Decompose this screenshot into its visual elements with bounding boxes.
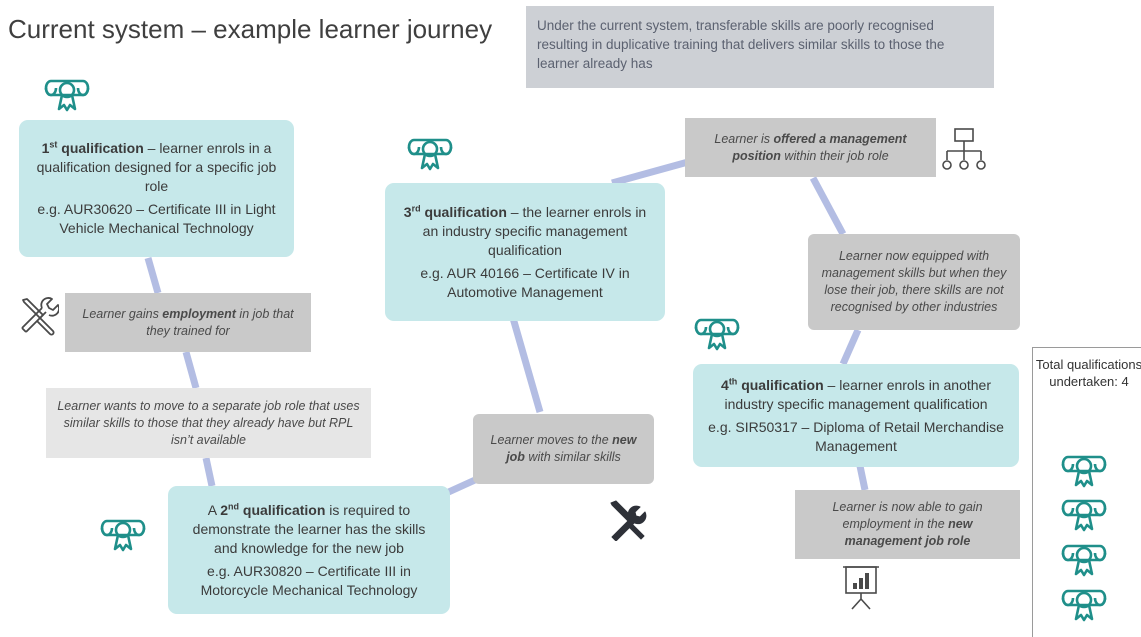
certificate-icon xyxy=(1058,586,1110,624)
q2-ordinal: 2 xyxy=(220,501,229,518)
q3-example: e.g. AUR 40166 – Certificate IV in Autom… xyxy=(420,264,630,300)
q1-ordinal-suffix: st xyxy=(49,139,58,150)
q4-heading: qualification xyxy=(737,376,824,393)
offered-note-c: within their job role xyxy=(780,148,889,163)
qualification-4-box: 4th qualification – learner enrols in an… xyxy=(693,364,1019,467)
employment-note-c: in job that they trained for xyxy=(146,306,294,338)
connector-q4-gain xyxy=(856,465,869,491)
q1-ordinal: 1 xyxy=(41,140,50,156)
connector-newjob-q3 xyxy=(509,317,544,413)
equipped-note: Learner now equipped with management ski… xyxy=(808,234,1020,330)
tools-icon xyxy=(17,295,59,337)
q3-ordinal: 3 xyxy=(403,203,412,220)
gain-employment-note: Learner is now able to gain employment i… xyxy=(795,490,1020,559)
qualification-2-box: A 2nd qualification is required to demon… xyxy=(168,486,450,614)
new-job-note-c: with similar skills xyxy=(524,450,621,464)
certificate-icon xyxy=(1058,496,1110,534)
org-chart-icon xyxy=(939,126,989,174)
q2-ordinal-suffix: nd xyxy=(228,500,240,511)
q2-text: is required to demonstrate the learner h… xyxy=(192,501,426,556)
offered-note-b: offered a management position xyxy=(732,131,907,163)
new-job-note-b: new job xyxy=(506,433,637,464)
certificate-icon xyxy=(691,315,743,353)
total-qualifications-panel: Total qualifications undertaken: 4 xyxy=(1032,347,1141,637)
q2-heading: qualification xyxy=(239,501,326,518)
q4-ordinal-suffix: th xyxy=(728,375,738,386)
q4-text: – learner enrols in another industry spe… xyxy=(724,376,991,412)
total-qualifications-label: Total qualifications undertaken: 4 xyxy=(1035,357,1141,389)
q2-prefix: A xyxy=(207,501,221,518)
qualification-3-box: 3rd qualification – the learner enrols i… xyxy=(385,183,665,321)
certificate-icon xyxy=(1058,541,1110,579)
employment-note: Learner gains employment in job that the… xyxy=(65,293,311,352)
certificate-icon xyxy=(97,516,149,554)
connector-move-q2 xyxy=(202,457,216,487)
connector-equipped-q4 xyxy=(839,328,862,366)
gain-note-a: Learner is now able to gain employment i… xyxy=(832,500,983,531)
q1-heading: qualification xyxy=(57,140,144,156)
presentation-chart-icon xyxy=(840,563,882,611)
employment-note-a: Learner gains xyxy=(82,306,163,321)
new-job-note: Learner moves to the new job with simila… xyxy=(473,414,654,484)
offered-note: Learner is offered a management position… xyxy=(685,118,936,177)
connector-q3-offered xyxy=(611,158,689,187)
gain-note-b: new management job role xyxy=(844,517,973,548)
q3-text: – the learner enrols in an industry spec… xyxy=(422,203,647,258)
tools-icon xyxy=(608,499,648,541)
move-role-note: Learner wants to move to a separate job … xyxy=(46,388,371,458)
certificate-icon xyxy=(1058,452,1110,490)
employment-note-b: employment xyxy=(162,306,236,321)
certificate-icon xyxy=(41,76,93,114)
q1-example: e.g. AUR30620 – Certificate III in Light… xyxy=(37,201,276,236)
connector-q1-employment xyxy=(144,257,162,294)
connector-employment-move xyxy=(182,351,200,389)
q3-heading: qualification xyxy=(420,203,507,220)
q4-example: e.g. SIR50317 – Diploma of Retail Mercha… xyxy=(708,418,1004,454)
certificate-icon xyxy=(404,135,456,173)
connector-offered-equipped xyxy=(809,176,847,236)
page-title: Current system – example learner journey xyxy=(8,14,493,44)
q3-ordinal-suffix: rd xyxy=(411,202,421,213)
new-job-note-a: Learner moves to the xyxy=(490,433,613,447)
q1-text: – learner enrols in a qualification desi… xyxy=(36,140,277,194)
q2-example: e.g. AUR30820 – Certificate III in Motor… xyxy=(200,562,418,598)
qualification-1-box: 1st qualification – learner enrols in a … xyxy=(19,120,294,257)
offered-note-a: Learner is xyxy=(714,131,774,146)
q4-ordinal: 4 xyxy=(721,376,729,393)
intro-callout: Under the current system, transferable s… xyxy=(526,6,994,88)
